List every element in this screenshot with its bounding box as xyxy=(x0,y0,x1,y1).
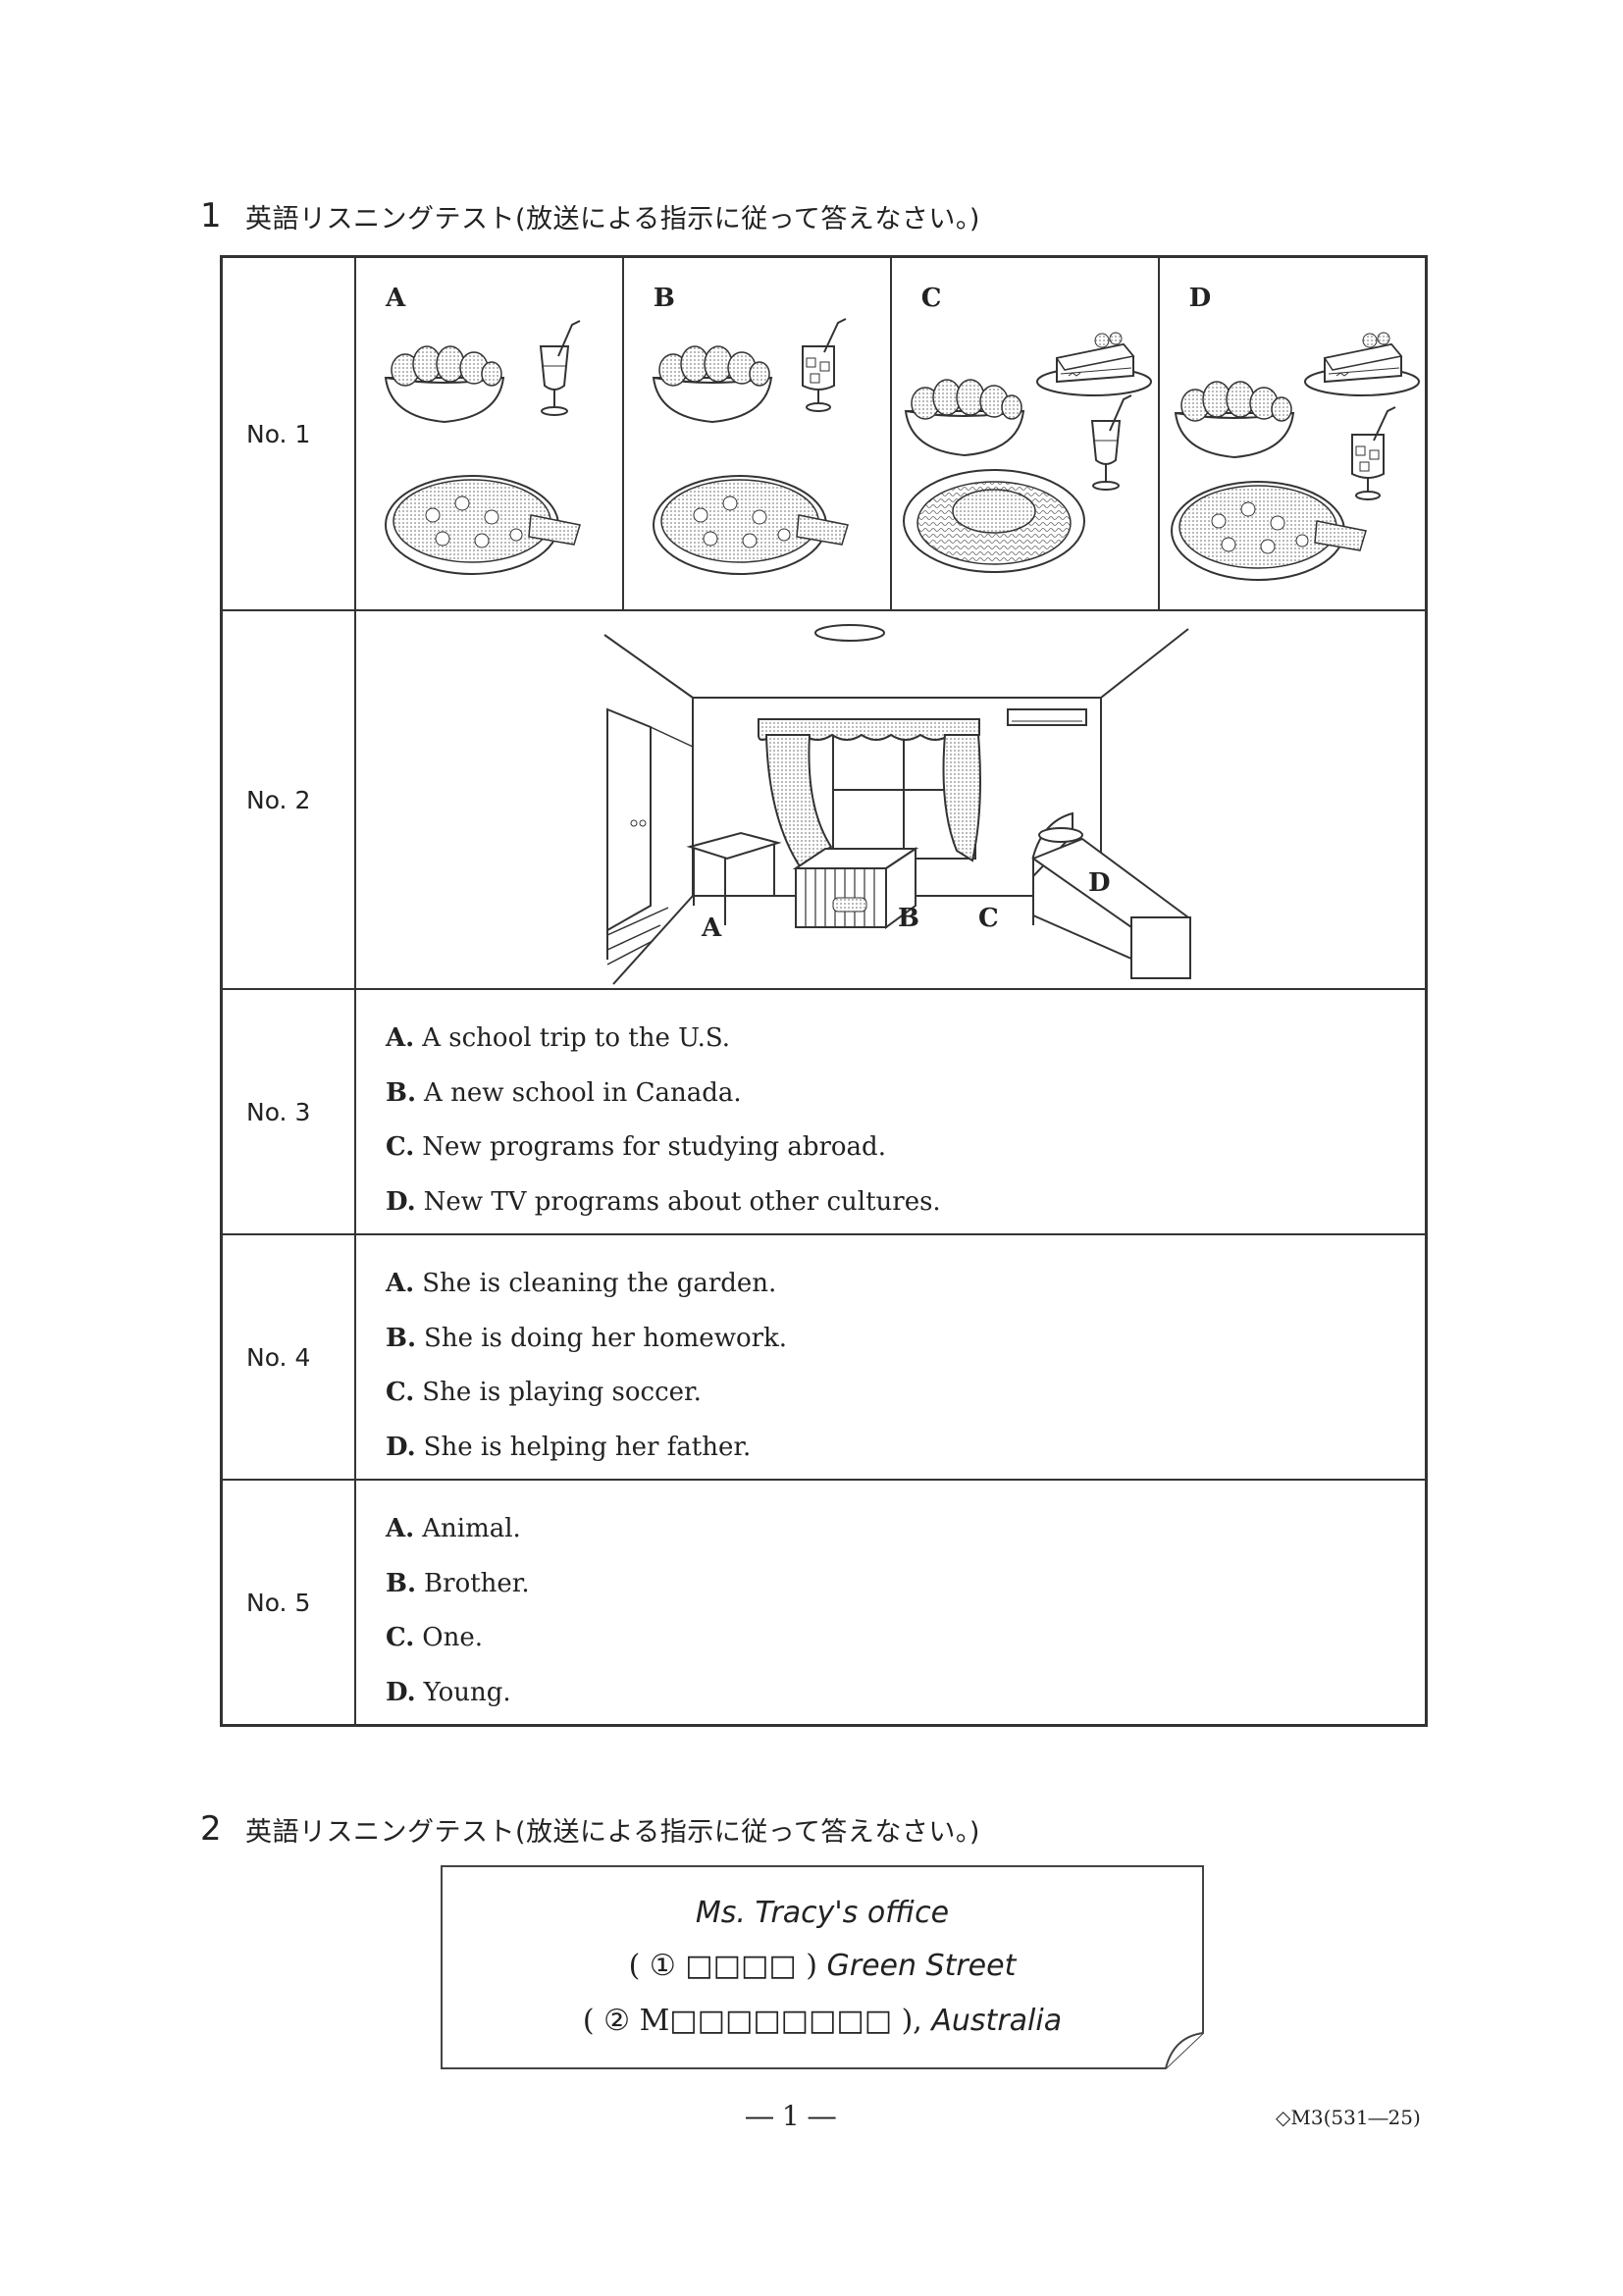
option-letter: D. xyxy=(386,1186,416,1217)
option-item: B.She is doing her homework. xyxy=(386,1312,1425,1367)
question-row-3: No. 3 A.A school trip to the U.S. B.A ne… xyxy=(220,988,1428,1235)
option-letter: C. xyxy=(386,1378,415,1407)
option-letter: C. xyxy=(386,1132,415,1162)
answer-blank-2: ( ② M□□□□□□□□ ), xyxy=(582,2004,922,2038)
meal-illustration xyxy=(1170,332,1420,581)
address-note: Ms. Tracy's office ( ① □□□□ ) Green Stre… xyxy=(440,1864,1205,2070)
question-label: No. 3 xyxy=(220,988,356,1235)
option-text: A new school in Canada. xyxy=(424,1077,742,1108)
option-item: A.She is cleaning the garden. xyxy=(386,1257,1425,1312)
section-instruction: 英語リスニングテスト(放送による指示に従って答えなさい。) xyxy=(245,203,980,235)
section-number: 2 xyxy=(200,1809,222,1849)
option-text: New programs for studying abroad. xyxy=(422,1132,886,1162)
section-2-heading: 2 英語リスニングテスト(放送による指示に従って答えなさい。) xyxy=(200,1809,980,1849)
section-1-heading: 1 英語リスニングテスト(放送による指示に従って答えなさい。) xyxy=(200,196,980,235)
choice-picture-b: B xyxy=(621,255,892,611)
option-item: D.Young. xyxy=(386,1666,1425,1721)
option-item: B.Brother. xyxy=(386,1557,1425,1612)
option-text: She is doing her homework. xyxy=(424,1323,788,1353)
option-list: A.Animal. B.Brother. C.One. D.Young. xyxy=(354,1479,1428,1727)
option-text: She is cleaning the garden. xyxy=(422,1269,777,1298)
option-letter: D. xyxy=(386,1432,416,1462)
country-name: Australia xyxy=(931,2004,1063,2038)
option-list: A.She is cleaning the garden. B.She is d… xyxy=(354,1233,1428,1481)
note-paper xyxy=(441,1865,1204,2069)
option-letter: A. xyxy=(386,1023,415,1053)
room-marker-d: D xyxy=(1088,868,1111,898)
option-letter: C. xyxy=(386,1623,415,1652)
meal-illustration xyxy=(652,318,849,575)
option-item: D.She is helping her father. xyxy=(386,1421,1425,1476)
option-item: D.New TV programs about other cultures. xyxy=(386,1175,1425,1230)
room-illustration xyxy=(603,624,1191,985)
option-item: B.A new school in Canada. xyxy=(386,1067,1425,1122)
option-item: C.One. xyxy=(386,1611,1425,1666)
choice-picture-a: A xyxy=(354,255,624,611)
option-text: She is helping her father. xyxy=(423,1432,752,1462)
option-item: C.She is playing soccer. xyxy=(386,1366,1425,1421)
room-marker-c: C xyxy=(978,904,999,933)
option-letter: A. xyxy=(386,1269,415,1298)
option-item: A.A school trip to the U.S. xyxy=(386,1012,1425,1067)
page-number: ― 1 ― xyxy=(746,2100,836,2132)
room-marker-a: A xyxy=(702,913,722,943)
room-picture: A B C D xyxy=(354,609,1428,990)
meal-illustration xyxy=(902,332,1152,573)
note-city-line: ( ② M□□□□□□□□ ), Australia xyxy=(440,2004,1205,2038)
exam-code: ◇M3(531―25) xyxy=(1276,2106,1421,2129)
question-label: No. 2 xyxy=(220,609,356,990)
question-table: No. 1 A B C xyxy=(220,255,1428,1727)
option-letter: B. xyxy=(386,1077,417,1108)
option-text: A school trip to the U.S. xyxy=(422,1023,731,1053)
question-row-1: No. 1 A B C xyxy=(220,255,1428,611)
option-text: New TV programs about other cultures. xyxy=(423,1186,941,1217)
answer-blank-1: ( ① □□□□ ) xyxy=(628,1949,817,1983)
question-row-2: No. 2 xyxy=(220,609,1428,990)
note-street-line: ( ① □□□□ ) Green Street xyxy=(440,1949,1205,1983)
option-letter: A. xyxy=(386,1514,415,1543)
option-text: She is playing soccer. xyxy=(422,1378,702,1407)
meal-illustration xyxy=(385,320,581,575)
choice-letter: D xyxy=(1188,284,1212,313)
choice-letter: A xyxy=(386,284,406,313)
question-label: No. 4 xyxy=(220,1233,356,1481)
option-text: Young. xyxy=(423,1677,511,1707)
section-instruction: 英語リスニングテスト(放送による指示に従って答えなさい。) xyxy=(245,1816,980,1848)
option-item: A.Animal. xyxy=(386,1502,1425,1557)
choice-letter: C xyxy=(920,284,942,313)
option-letter: B. xyxy=(386,1323,417,1353)
option-letter: D. xyxy=(386,1677,416,1707)
question-label: No. 5 xyxy=(220,1479,356,1727)
option-list: A.A school trip to the U.S. B.A new scho… xyxy=(354,988,1428,1235)
room-marker-b: B xyxy=(898,904,919,933)
street-name: Green Street xyxy=(826,1949,1017,1983)
choice-letter: B xyxy=(653,284,675,313)
option-text: Animal. xyxy=(422,1514,521,1543)
option-text: Brother. xyxy=(424,1568,530,1598)
section-number: 1 xyxy=(200,196,222,235)
option-letter: B. xyxy=(386,1568,417,1598)
option-text: One. xyxy=(422,1623,484,1652)
question-label: No. 1 xyxy=(220,255,356,611)
question-row-4: No. 4 A.She is cleaning the garden. B.Sh… xyxy=(220,1233,1428,1481)
question-row-5: No. 5 A.Animal. B.Brother. C.One. D.Youn… xyxy=(220,1479,1428,1727)
choice-picture-c: C xyxy=(889,255,1160,611)
note-title: Ms. Tracy's office xyxy=(695,1896,950,1930)
choice-picture-d: D xyxy=(1157,255,1428,611)
option-item: C.New programs for studying abroad. xyxy=(386,1121,1425,1175)
